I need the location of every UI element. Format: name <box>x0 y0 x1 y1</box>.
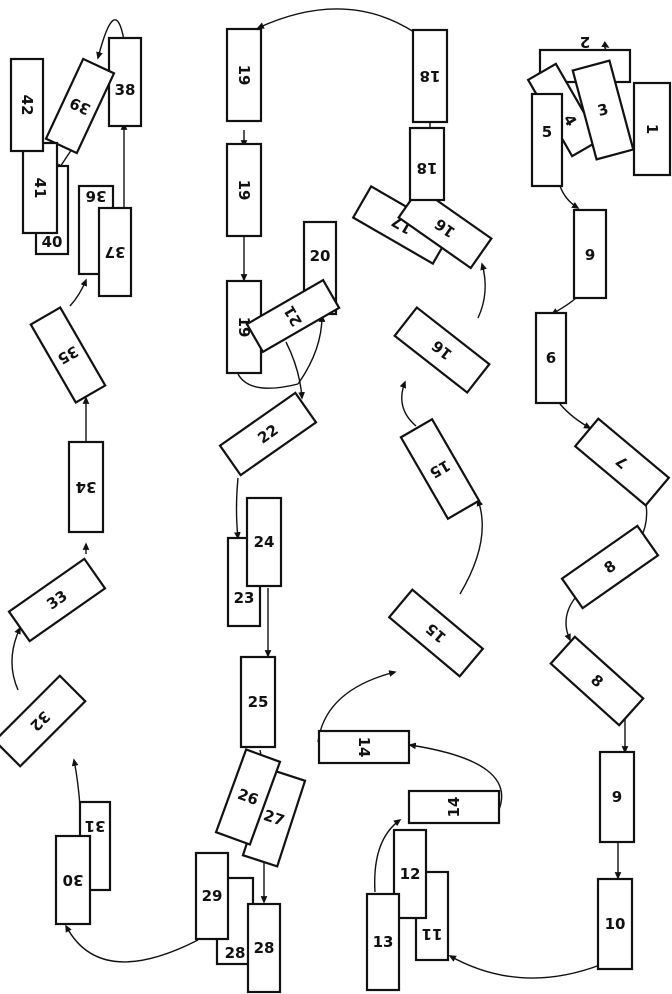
helix-24-label: 24 <box>254 533 275 551</box>
helix-32: 32 <box>0 674 87 768</box>
helix-37-label: 37 <box>105 243 126 261</box>
helix-9: 9 <box>598 750 636 844</box>
helix-38: 38 <box>107 36 143 128</box>
helix-14-upper: 14 <box>317 729 411 765</box>
helix-27: 27 <box>241 768 307 868</box>
helix-19-middle: 19 <box>225 142 263 238</box>
helix-19-top-label: 19 <box>235 65 253 86</box>
helix-41-label: 41 <box>31 178 49 199</box>
helix-12-label: 12 <box>400 865 421 883</box>
helix-24: 24 <box>245 496 283 588</box>
helix-11-label: 11 <box>422 925 443 943</box>
helix-8-upper: 8 <box>560 524 660 610</box>
helix-27-label: 27 <box>261 806 286 830</box>
helix-18-lower-label: 18 <box>417 159 438 177</box>
helix-39: 39 <box>44 57 116 155</box>
helix-21: 21 <box>245 278 341 354</box>
helix-1-label: 1 <box>643 124 661 134</box>
helix-20-label: 20 <box>310 247 331 265</box>
helix-boxes: 1 2 4 3 5 6 6 <box>0 27 672 994</box>
helix-14-lower: 14 <box>407 789 501 825</box>
helix-25: 25 <box>239 655 277 749</box>
helix-19-top: 19 <box>225 27 263 123</box>
helix-30-label: 30 <box>63 871 84 889</box>
helix-25-label: 25 <box>248 693 269 711</box>
helix-13: 13 <box>365 892 401 992</box>
helix-2-label: 2 <box>580 33 590 51</box>
helix-3: 3 <box>571 59 635 161</box>
helix-19-middle-label: 19 <box>235 180 253 201</box>
helix-26: 26 <box>214 748 282 846</box>
helix-14-upper-label: 14 <box>355 737 373 758</box>
helix-31-label: 31 <box>85 817 106 835</box>
helix-28-front-label: 28 <box>254 939 275 957</box>
helix-13-label: 13 <box>373 933 394 951</box>
helix-37: 37 <box>97 206 133 298</box>
helix-16-top: 16 <box>397 186 493 270</box>
helix-1: 1 <box>632 81 672 177</box>
helix-42: 42 <box>9 57 45 153</box>
helix-41: 41 <box>21 141 59 235</box>
helix-28-front: 28 <box>246 902 282 994</box>
helix-3-label: 3 <box>596 100 611 120</box>
helix-30: 30 <box>54 834 92 926</box>
helix-6-upper: 6 <box>572 208 608 300</box>
helix-15-upper: 15 <box>399 417 481 521</box>
helix-28-back-label: 28 <box>225 944 246 962</box>
helix-6-upper-label: 6 <box>585 245 595 263</box>
helix-5: 5 <box>530 92 564 188</box>
helix-16-middle: 16 <box>393 305 491 395</box>
helix-34-label: 34 <box>76 478 97 496</box>
helix-23-label: 23 <box>234 589 255 607</box>
helix-18-upper-label: 18 <box>420 67 441 85</box>
helix-18-upper: 18 <box>411 28 449 124</box>
helix-34: 34 <box>67 440 105 534</box>
helix-6-lower-label: 6 <box>546 349 556 367</box>
helix-22: 22 <box>218 391 318 477</box>
helix-40-label: 40 <box>42 233 63 251</box>
helix-19-bottom-label: 19 <box>235 317 253 338</box>
helix-29-label: 29 <box>202 887 223 905</box>
helix-18-lower: 18 <box>408 126 446 202</box>
helix-36-label: 36 <box>86 187 107 205</box>
helix-10-label: 10 <box>605 915 626 933</box>
helix-9-label: 9 <box>612 788 622 806</box>
helix-38-label: 38 <box>115 81 136 99</box>
helix-12: 12 <box>392 828 428 920</box>
helix-35: 35 <box>29 306 107 404</box>
helix-14-lower-label: 14 <box>445 797 463 818</box>
helix-6-lower: 6 <box>534 311 568 405</box>
helix-10: 10 <box>596 877 634 971</box>
helix-29: 29 <box>194 851 230 941</box>
helix-15-lower: 15 <box>387 588 485 678</box>
helix-7: 7 <box>573 417 671 507</box>
helix-33: 33 <box>7 557 107 643</box>
helix-42-label: 42 <box>18 95 36 116</box>
helix-8-lower: 8 <box>549 635 645 727</box>
helix-5-label: 5 <box>542 123 552 141</box>
